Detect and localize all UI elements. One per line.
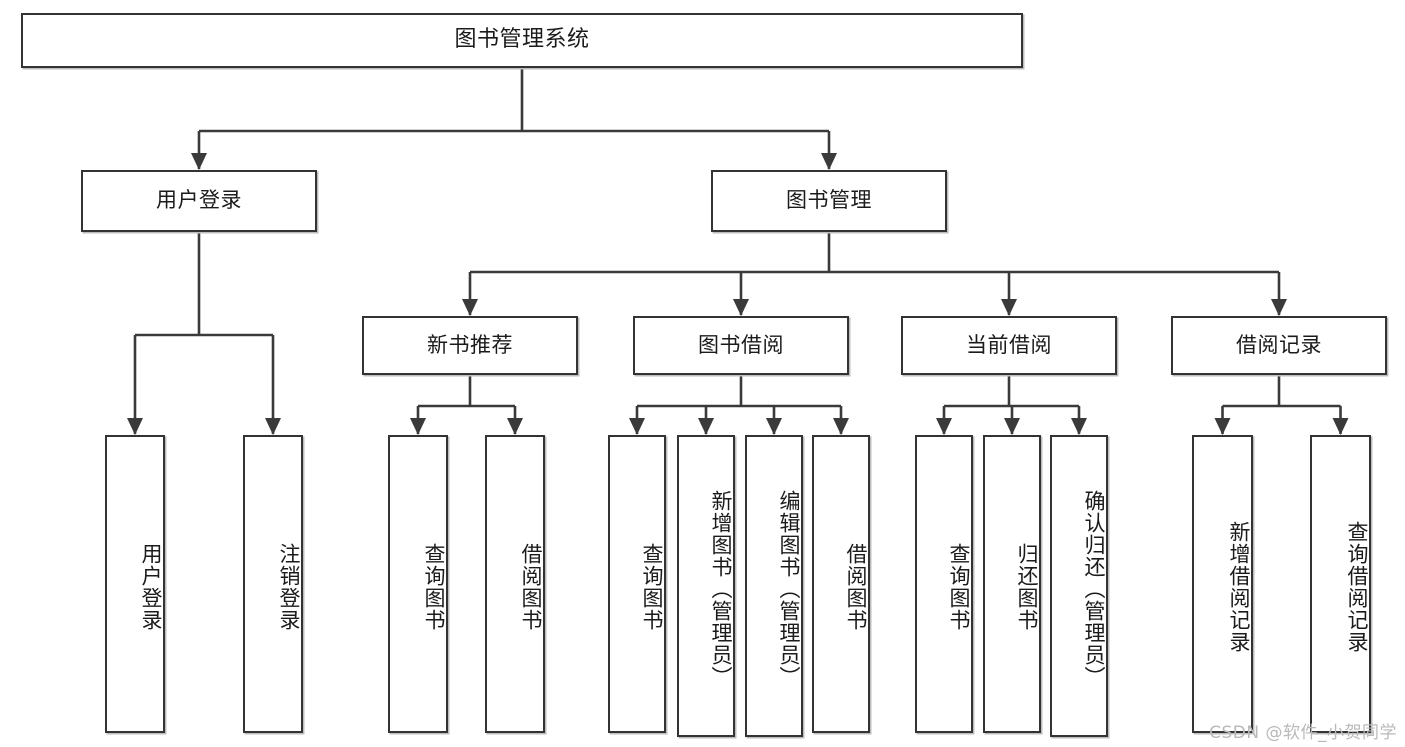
node-leaf-query-record[interactable]: 查询借阅记录 — [1310, 435, 1371, 733]
edge-arrowhead — [191, 153, 207, 170]
node-label: 编辑图书（管理员） — [777, 490, 801, 688]
edge-arrowhead — [462, 299, 478, 316]
node-label: 注销登录 — [277, 543, 301, 631]
node-label: 新增借阅记录 — [1227, 521, 1251, 653]
node-leaf-borrow-book-2[interactable]: 借阅图书 — [812, 435, 870, 733]
edge-arrowhead — [766, 418, 782, 435]
node-label: 用户登录 — [156, 188, 242, 213]
node-leaf-confirm-return[interactable]: 确认归还（管理员） — [1050, 435, 1108, 737]
edge-arrowhead — [821, 153, 837, 170]
node-leaf-logout[interactable]: 注销登录 — [243, 435, 303, 733]
node-label: 查询借阅记录 — [1345, 521, 1369, 653]
node-current-borrow[interactable]: 当前借阅 — [901, 316, 1117, 375]
node-label: 确认归还（管理员） — [1082, 490, 1106, 688]
edge-arrowhead — [629, 418, 645, 435]
edge-arrowhead — [1001, 299, 1017, 316]
node-label: 用户登录 — [139, 543, 163, 631]
node-label: 新书推荐 — [427, 332, 513, 357]
edge-arrowhead — [410, 418, 426, 435]
node-label: 图书管理 — [786, 188, 872, 213]
node-leaf-user-login[interactable]: 用户登录 — [105, 435, 165, 733]
node-leaf-query-book-1[interactable]: 查询图书 — [388, 435, 448, 733]
node-new-book-rec[interactable]: 新书推荐 — [362, 316, 578, 375]
node-user-login[interactable]: 用户登录 — [81, 170, 317, 232]
node-book-borrow[interactable]: 图书借阅 — [633, 316, 849, 375]
node-label: 借阅记录 — [1236, 332, 1322, 357]
edge-arrowhead — [936, 418, 952, 435]
node-leaf-query-book-2[interactable]: 查询图书 — [608, 435, 666, 733]
node-label: 图书借阅 — [698, 332, 784, 357]
edge-arrowhead — [127, 418, 143, 435]
node-label: 查询图书 — [422, 543, 446, 631]
node-label: 归还图书 — [1015, 543, 1039, 631]
node-label: 借阅图书 — [519, 543, 543, 631]
edge-arrowhead — [1332, 418, 1349, 435]
node-leaf-add-book[interactable]: 新增图书（管理员） — [677, 435, 735, 737]
edge-arrowhead — [507, 418, 523, 435]
edge-arrowhead — [698, 418, 714, 435]
node-leaf-query-book-3[interactable]: 查询图书 — [915, 435, 973, 733]
node-label: 图书管理系统 — [454, 27, 590, 53]
node-leaf-add-record[interactable]: 新增借阅记录 — [1192, 435, 1253, 733]
node-label: 当前借阅 — [966, 332, 1052, 357]
edge-arrowhead — [833, 418, 849, 435]
node-borrow-record[interactable]: 借阅记录 — [1171, 316, 1387, 375]
node-book-manage[interactable]: 图书管理 — [711, 170, 947, 232]
node-leaf-borrow-book-1[interactable]: 借阅图书 — [485, 435, 545, 733]
edge-arrowhead — [733, 299, 749, 316]
watermark-label: CSDN @软件_小贺同学 — [1209, 723, 1397, 743]
node-root[interactable]: 图书管理系统 — [21, 13, 1023, 68]
node-label: 查询图书 — [947, 543, 971, 631]
node-label: 新增图书（管理员） — [709, 490, 733, 688]
edge-arrowhead — [1214, 418, 1231, 435]
edge-arrowhead — [1004, 418, 1020, 435]
edge-arrowhead — [265, 418, 281, 435]
node-label: 查询图书 — [640, 543, 664, 631]
node-leaf-edit-book[interactable]: 编辑图书（管理员） — [745, 435, 803, 737]
edge-arrowhead — [1271, 299, 1287, 316]
node-label: 借阅图书 — [844, 543, 868, 631]
node-leaf-return-book[interactable]: 归还图书 — [983, 435, 1041, 733]
edge-arrowhead — [1071, 418, 1087, 435]
